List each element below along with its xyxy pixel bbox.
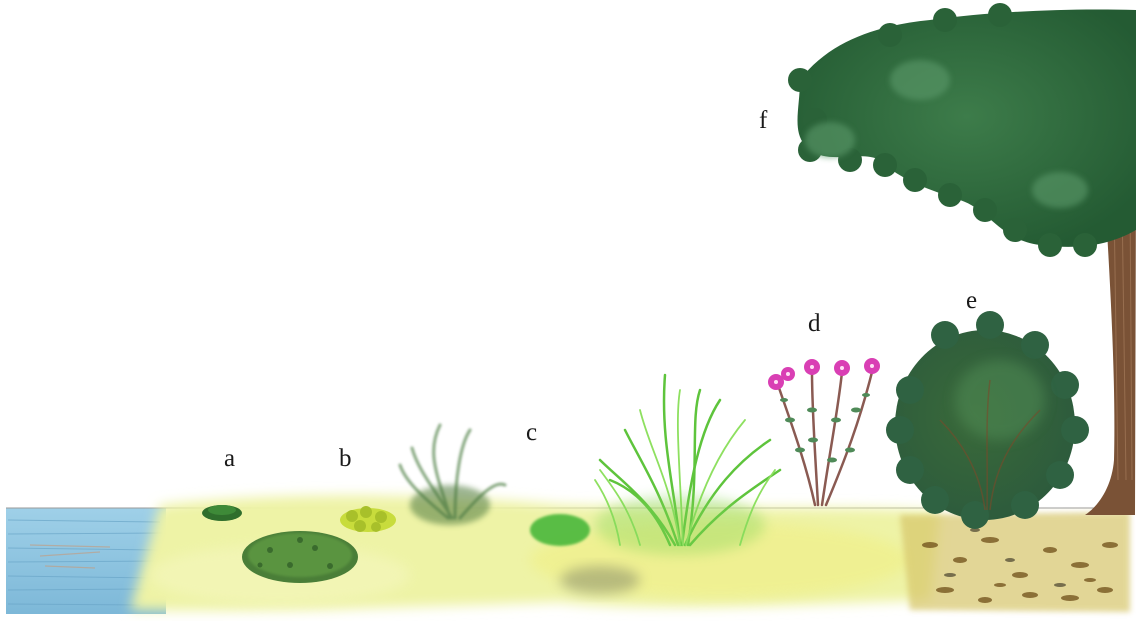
label-b: b <box>339 446 352 471</box>
flowering-plant <box>768 358 880 505</box>
label-d: d <box>808 311 821 336</box>
shrub <box>886 311 1089 529</box>
label-f: f <box>759 108 767 133</box>
label-a: a <box>224 446 235 471</box>
leaf-litter <box>900 512 1130 612</box>
label-e: e <box>966 288 977 313</box>
label-c: c <box>526 420 537 445</box>
grass-clump <box>530 375 780 555</box>
tree-canopy <box>788 3 1136 257</box>
